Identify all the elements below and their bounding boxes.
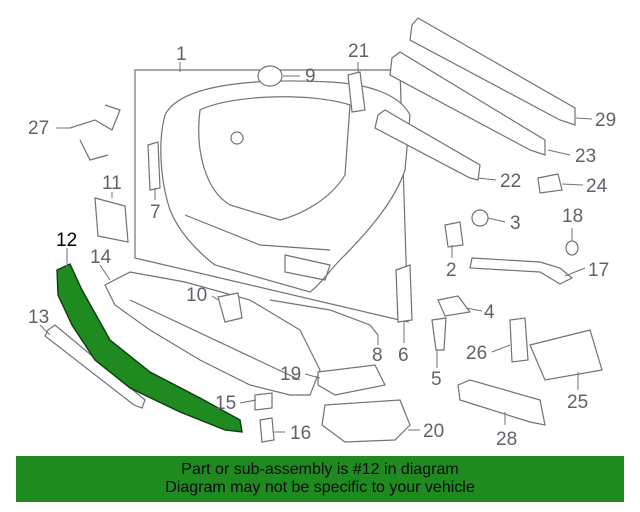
bumper-cover-group [134,69,411,323]
callout-4: 4 [484,302,495,323]
screw-16 [259,417,275,443]
callout-14: 14 [90,247,112,268]
bracket-28 [457,379,546,426]
callout-8: 8 [372,345,383,366]
callout-25: 25 [567,392,588,413]
highlighted-part-12 [56,263,243,433]
deflector-rib [129,299,301,381]
callout-17: 17 [588,260,609,281]
bracket-25 [529,329,603,381]
callout-9: 9 [305,66,316,87]
banner-line-2: Diagram may not be specific to your vehi… [165,479,475,496]
emblem-icon [230,131,244,145]
fastener-3 [471,209,489,227]
callout-2: 2 [446,260,457,281]
sensor-10 [217,292,243,323]
bracket-26 [509,317,529,363]
callout-1: 1 [176,44,187,65]
clip-15 [254,392,273,411]
callout-26: 26 [466,343,487,364]
grille-frame-20 [321,399,411,443]
callout-23: 23 [575,146,596,167]
trim-strip-17 [469,257,574,285]
callout-12: 12 [56,230,77,251]
callout-18: 18 [562,206,583,227]
callout-3: 3 [510,213,521,234]
nut-24 [537,173,563,194]
grille-insert-19 [317,364,386,396]
bracket-21 [347,71,366,113]
bumper-fog-opening [284,254,331,281]
callout-27: 27 [28,118,49,139]
banner-line-1: Part or sub-assembly is #12 in diagram [181,461,459,478]
callout-20: 20 [423,421,444,442]
callout-21: 21 [348,41,369,62]
callout-19: 19 [280,364,301,385]
callout-28: 28 [496,429,517,450]
callout-13: 13 [28,307,49,328]
parts-diagram: 1 2 3 4 5 6 7 8 9 10 11 12 13 14 15 16 1… [28,17,616,450]
bumper-lower-edge [184,214,331,251]
callout-29: 29 [595,110,616,131]
license-bracket-11 [94,197,129,243]
leader-lines [39,62,593,433]
callout-5: 5 [431,369,442,390]
callout-24: 24 [586,176,608,197]
bumper-grille-opening [198,96,351,221]
bolt-5 [431,317,447,351]
callout-7: 7 [150,202,161,223]
upper-absorber [389,51,546,156]
washer-9 [257,65,283,87]
bracket-7 [147,141,161,191]
bumper-panel-frame [134,69,409,323]
callout-11: 11 [102,173,122,194]
wiring-harness-27 [69,104,121,161]
grommet-18 [565,240,579,256]
callout-6: 6 [398,345,409,366]
callout-22: 22 [500,171,521,192]
info-banner: Part or sub-assembly is #12 in diagram D… [16,456,624,502]
wire-8 [269,299,379,336]
lower-strip [44,324,146,409]
callout-10: 10 [186,285,207,306]
lower-absorber [374,109,481,181]
callout-16: 16 [290,423,311,444]
bracket-6 [395,264,413,323]
impact-bar [409,17,576,126]
clip-2 [444,221,464,248]
clip-4 [437,295,472,317]
callout-15: 15 [215,393,236,414]
